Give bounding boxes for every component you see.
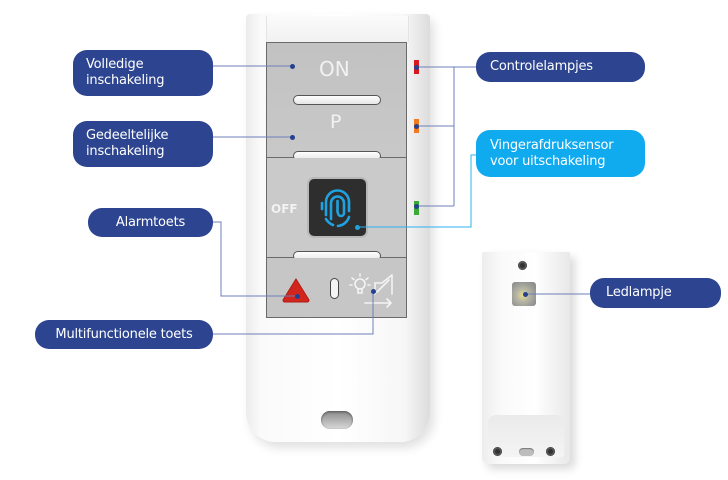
dot-alarm [295, 294, 300, 299]
callout-gedeeltelijke-line1: Gedeeltelijke [86, 128, 169, 143]
leader-vingerafdruk [357, 154, 478, 228]
remote-lanyard-hole [321, 411, 353, 429]
callout-volledige-line2: inschakeling [86, 73, 165, 88]
dot-multifunction [371, 289, 376, 294]
on-button-label: ON [319, 57, 350, 81]
receiver-bottom-screw-left [493, 447, 502, 456]
lightbulb-gate-icon [349, 273, 393, 308]
receiver-top-screw [518, 261, 527, 270]
callout-vingerafdruksensor: Vingerafdruksensor voor uitschakeling [476, 130, 645, 177]
dot-ledlampje [523, 292, 528, 297]
callout-alarmtoets: Alarmtoets [88, 208, 213, 237]
fingerprint-icon [320, 189, 351, 228]
receiver-unit [482, 252, 570, 464]
callout-gedeeltelijke-inschakeling: Gedeeltelijke inschakeling [73, 121, 213, 167]
dot-led-green [414, 204, 419, 209]
callout-controlelampjes: Controlelampjes [476, 52, 645, 82]
dot-led-red [414, 65, 419, 70]
dot-fingerprint [355, 225, 360, 230]
callout-vingerafdruk-line2: voor uitschakeling [490, 153, 606, 169]
receiver-slot [519, 448, 534, 456]
receiver-bottom-screw-right [546, 447, 555, 456]
callout-alarmtoets-text: Alarmtoets [115, 214, 186, 230]
dot-gedeeltelijke [290, 135, 295, 140]
callout-volledige-line1: Volledige [86, 57, 144, 72]
remote-top-cap [266, 16, 409, 42]
leader-alarmtoets [212, 221, 297, 297]
receiver-mounting-base [488, 415, 564, 457]
callout-gedeeltelijke-line2: inschakeling [86, 144, 165, 159]
callout-controlelampjes-text: Controlelampjes [490, 59, 593, 74]
off-label: OFF [271, 202, 298, 216]
callout-ledlampje-text: Ledlampje [606, 285, 672, 300]
function-segment [267, 258, 406, 317]
callout-multifunctionele-text: Multifunctionele toets [55, 326, 193, 342]
partial-button-label: P [330, 111, 342, 133]
remote-button-panel: ON P OFF [266, 42, 407, 318]
dot-led-orange [414, 124, 419, 129]
callout-multifunctionele-toets: Multifunctionele toets [35, 320, 213, 349]
dot-volledige [290, 64, 295, 69]
callout-vingerafdruk-line1: Vingerafdruksensor [490, 137, 614, 153]
on-button[interactable]: ON [267, 43, 406, 99]
callout-ledlampje: Ledlampje [590, 278, 721, 308]
on-button-slot [293, 95, 381, 105]
status-led-window [330, 278, 339, 299]
multifunction-button[interactable] [347, 270, 399, 310]
partial-button[interactable]: P [267, 103, 406, 158]
callout-volledige-inschakeling: Volledige inschakeling [73, 50, 213, 96]
leader-multifunctionele [213, 291, 374, 335]
